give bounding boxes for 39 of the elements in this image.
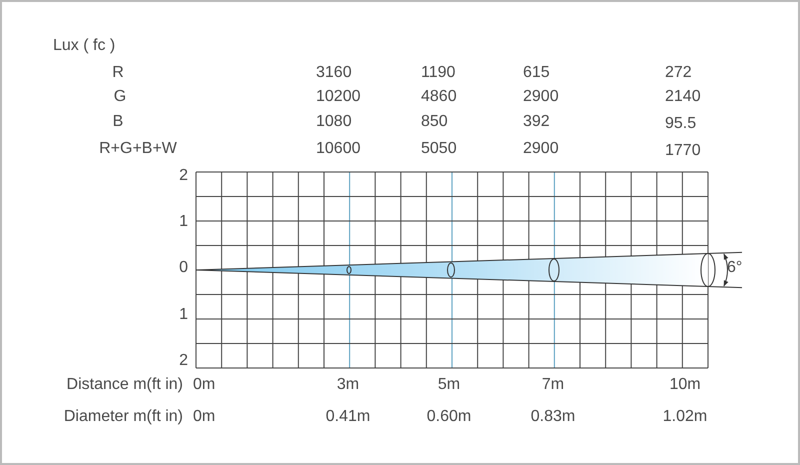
table-value: 272 [665, 64, 692, 82]
table-value: 3160 [316, 64, 352, 82]
axis-tick-label: 2 [179, 167, 188, 185]
table-value: 95.5 [665, 115, 696, 133]
table-value: 615 [523, 64, 550, 82]
table-value: 2140 [665, 88, 701, 106]
angle-label: 6° [727, 259, 742, 277]
axis-value: 5m [438, 376, 460, 394]
table-value: 10600 [316, 140, 360, 158]
table-value: 392 [523, 113, 550, 131]
table-value: 10200 [316, 88, 360, 106]
axis-tick-label: 0 [179, 259, 188, 277]
table-value: 4860 [421, 88, 457, 106]
axis-value: 7m [542, 376, 564, 394]
axis-value: 10m [669, 376, 701, 394]
axis-value: 0.41m [326, 408, 370, 426]
axis-value: 0m [193, 376, 216, 394]
axis-value: 0m [193, 408, 216, 426]
row-label: R [112, 64, 124, 82]
axis-value: 3m [336, 376, 360, 394]
axis-value: 0.83m [530, 408, 576, 426]
axis-tick-label: 2 [179, 352, 188, 370]
table-value: 5050 [421, 140, 457, 158]
table-value: 1770 [665, 142, 701, 160]
table-value: 1190 [421, 64, 456, 82]
row-label: G [114, 88, 126, 106]
table-value: 850 [421, 113, 448, 131]
axis-value: 0.60m [426, 408, 472, 426]
axis-title: Diameter m(ft in) [64, 408, 183, 426]
axis-tick-label: 1 [179, 306, 188, 324]
table-value: 2900 [523, 88, 559, 106]
axis-title: Distance m(ft in) [66, 376, 183, 394]
row-label: R+G+B+W [99, 140, 177, 158]
table-value: 1080 [316, 113, 352, 131]
axis-title: Lux ( fc ) [53, 37, 116, 55]
table-value: 2900 [523, 140, 559, 158]
axis-tick-label: 1 [179, 213, 188, 231]
axis-value: 1.02m [662, 408, 708, 426]
row-label: B [112, 113, 124, 131]
